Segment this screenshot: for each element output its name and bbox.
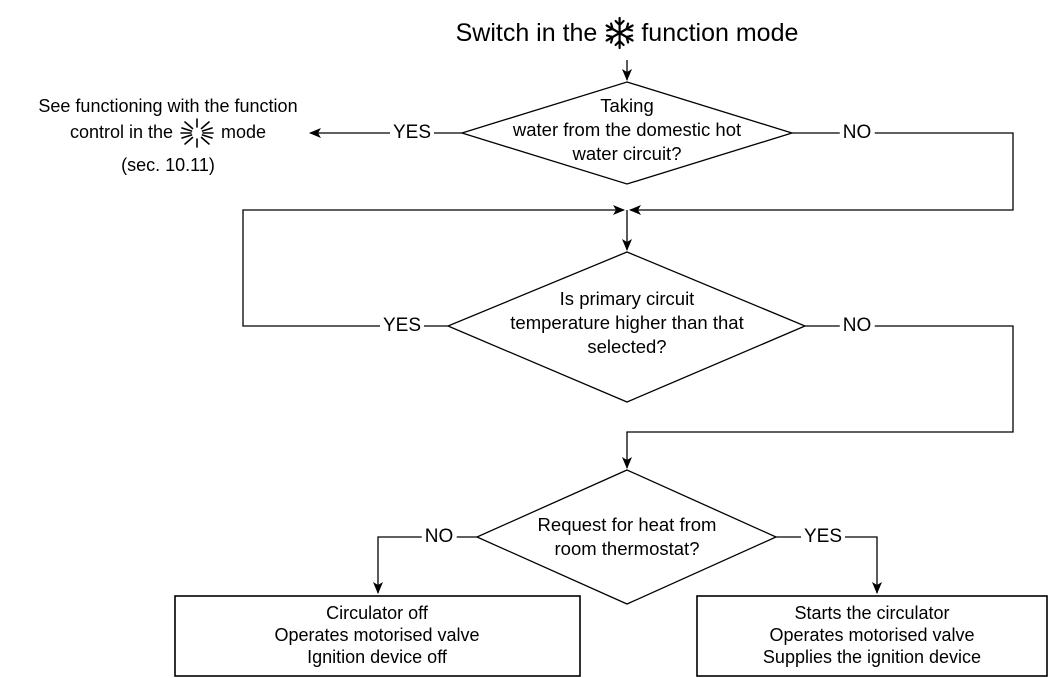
side-note: See functioning with the function contro… xyxy=(8,95,328,177)
decision-1-yes-label: YES xyxy=(389,122,435,144)
decision-1-diamond xyxy=(459,81,795,185)
result-box-left-frame xyxy=(174,595,581,677)
decision-3-no-label: NO xyxy=(421,526,457,548)
title-after: function mode xyxy=(641,18,799,47)
decision-3-text: Request for heat from room thermostat? xyxy=(538,513,717,561)
decision-3-line: Request for heat from xyxy=(537,514,717,535)
decision-2-line: selected? xyxy=(587,336,667,357)
decision-2-line: temperature higher than that xyxy=(510,312,744,333)
title-before: Switch in the xyxy=(455,18,598,47)
arrow-d2-yes xyxy=(242,205,625,327)
decision-1-text: Taking water from the domestic hot water… xyxy=(513,94,741,166)
result-box-right-line: Supplies the ignition device xyxy=(762,647,982,667)
page-title: Switch in the function mode xyxy=(455,15,799,51)
decision-3-line: room thermostat? xyxy=(554,538,700,559)
decision-3-diamond xyxy=(475,469,778,605)
result-box-right-frame xyxy=(696,595,1048,677)
result-box-left-line: Circulator off xyxy=(326,603,428,623)
decision-2-diamond xyxy=(446,251,807,403)
result-box-right-line: Starts the circulator xyxy=(794,603,950,623)
result-box-left-line: Operates motorised valve xyxy=(274,625,480,645)
decision-2-no-label: NO xyxy=(839,315,875,337)
decision-1-line: Taking xyxy=(600,95,654,116)
arrow-d1-no xyxy=(629,132,1014,215)
result-box-left-line: Ignition device off xyxy=(307,647,447,667)
sun-icon xyxy=(180,118,214,148)
decision-1-line: water circuit? xyxy=(572,143,682,164)
decision-2-text: Is primary circuit temperature higher th… xyxy=(510,287,743,359)
decision-1-no-label: NO xyxy=(839,122,875,144)
result-box-right-line: Operates motorised valve xyxy=(769,625,975,645)
decision-3-yes-label: YES xyxy=(800,526,846,548)
side-note-reference: (sec. 10.11) xyxy=(121,155,215,175)
arrow-d2-no xyxy=(622,325,1014,469)
result-box-right: Starts the circulator Operates motorised… xyxy=(763,602,981,668)
side-note-line-2: control in the mode xyxy=(8,118,328,148)
side-note-line-1: See functioning with the function xyxy=(38,96,298,116)
decision-2-yes-label: YES xyxy=(379,315,425,337)
decision-2-line: Is primary circuit xyxy=(559,288,695,309)
decision-1-line: water from the domestic hot xyxy=(512,119,742,140)
result-box-left: Circulator off Operates motorised valve … xyxy=(274,602,479,668)
snowflake-icon xyxy=(605,16,634,50)
